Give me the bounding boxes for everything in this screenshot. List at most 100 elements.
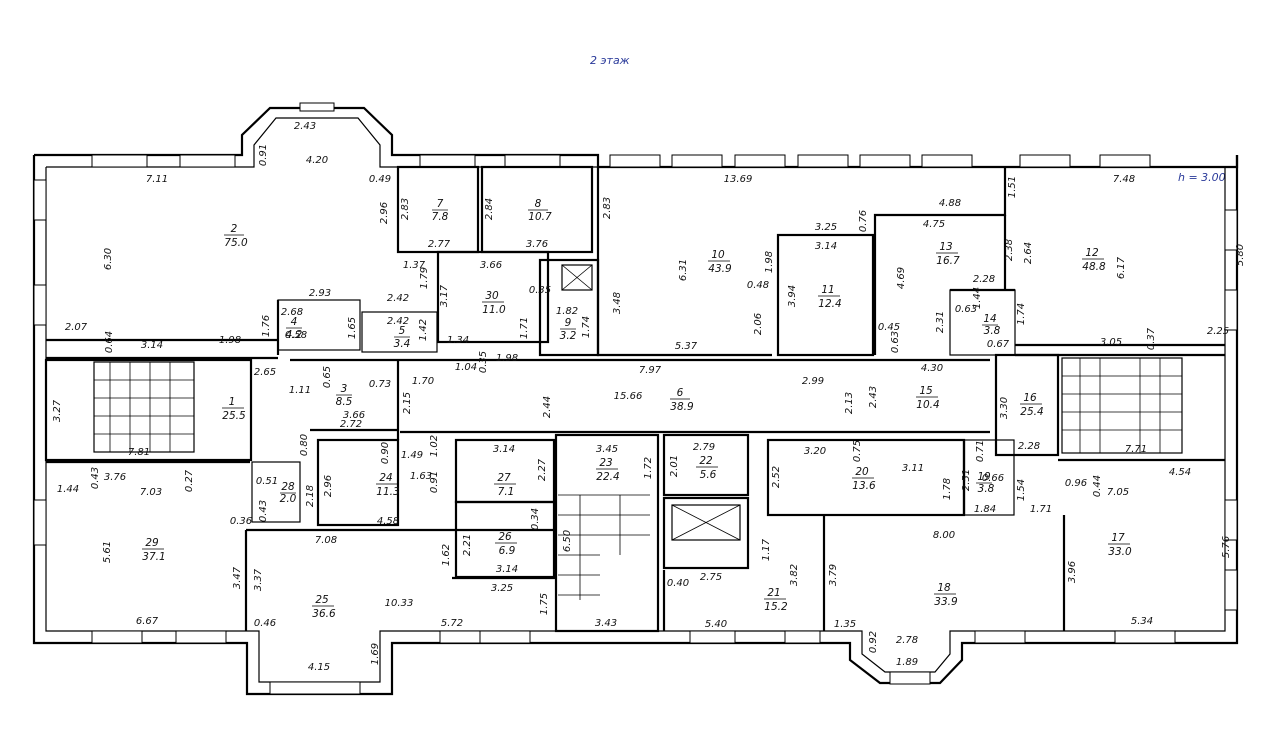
room-label: 44.2 (286, 316, 303, 341)
room-number: 6 (677, 387, 684, 399)
dimension-label: 3.37 (253, 568, 264, 591)
dimension-label: 4.75 (923, 219, 945, 230)
dimension-label: 5.80 (1235, 244, 1246, 266)
dimension-label: 7.03 (140, 487, 162, 498)
dimension-label: 3.66 (480, 260, 502, 271)
room-area: 4.2 (286, 329, 303, 341)
dimension-label: 3.47 (232, 566, 243, 589)
dimension-label: 0.63 (890, 331, 901, 353)
dimension-label: 1.70 (412, 376, 434, 387)
room-area: 75.0 (224, 237, 248, 249)
room-number: 28 (281, 481, 295, 493)
dimension-label: 1.74 (1016, 303, 1027, 325)
dimension-label: 2.75 (700, 572, 722, 583)
dimension-label: 1.89 (896, 657, 918, 668)
room-labels: 275.0 125.5 38.5 44.2 53.4 638.9 77.8 81… (142, 198, 1132, 620)
dimension-label: 5.34 (1131, 616, 1153, 627)
room-area: 7.1 (498, 486, 515, 498)
dimension-label: 0.75 (852, 440, 863, 462)
room-area: 48.8 (1082, 261, 1106, 273)
dimension-label: 2.72 (340, 419, 362, 430)
room-area: 25.4 (1020, 406, 1043, 418)
room-area: 13.6 (852, 480, 876, 492)
room-number: 16 (1023, 392, 1037, 404)
room-number: 30 (485, 290, 499, 302)
room-area: 33.0 (1108, 546, 1132, 558)
dimension-label: 1.37 (403, 260, 426, 271)
dimension-label: 1.79 (419, 267, 430, 289)
dimension-label: 15.66 (614, 391, 643, 402)
dimension-label: 0.64 (104, 331, 115, 353)
dimension-label: 4.20 (306, 155, 328, 166)
dimension-label: 2.51 (961, 469, 972, 491)
dimension-label: 3.25 (491, 583, 513, 594)
room-number: 4 (291, 316, 298, 328)
dimension-label: 0.37 (1146, 327, 1157, 350)
dimension-label: 2.28 (1018, 441, 1040, 452)
dimension-label: 0.36 (230, 516, 252, 527)
dimension-label: 0.46 (254, 618, 276, 629)
room-area: 3.2 (560, 330, 577, 342)
dimension-label: 3.94 (787, 285, 798, 307)
dimension-label: 2.96 (323, 475, 334, 497)
dimension-label: 2.68 (281, 307, 303, 318)
dimension-label: 5.61 (102, 541, 113, 563)
dimension-label: 4.69 (896, 267, 907, 289)
dimension-label: 6.17 (1116, 256, 1127, 279)
room-label: 38.5 (336, 383, 353, 408)
room-number: 15 (919, 385, 933, 397)
dimension-label: 10.33 (385, 598, 414, 609)
dimension-label: 1.44 (57, 484, 79, 495)
dimension-label: 0.96 (1065, 478, 1087, 489)
dimension-label: 3.79 (828, 564, 839, 586)
dimension-label: 0.67 (987, 339, 1010, 350)
room-area: 16.7 (936, 255, 960, 267)
room-number: 23 (599, 457, 612, 469)
dimension-label: 2.15 (402, 392, 413, 414)
dimension-label: 2.65 (254, 367, 276, 378)
room-area: 33.9 (934, 596, 958, 608)
dimension-label: 6.67 (136, 616, 159, 627)
room-area: 11.0 (482, 304, 506, 316)
dimension-label: 0.76 (858, 210, 869, 232)
dimension-label: 2.52 (771, 466, 782, 488)
room-label: 93.2 (560, 317, 577, 342)
dimension-label: 3.14 (141, 340, 163, 351)
dimension-label: 1.63 (410, 471, 432, 482)
dimension-label: 0.92 (868, 631, 879, 653)
dimension-label: 3.76 (526, 239, 548, 250)
room-label: 16 25.4 (1020, 392, 1044, 418)
room-number: 21 (767, 587, 780, 599)
dimension-label: 0.34 (530, 508, 541, 530)
room-label: 30 11.0 (482, 290, 506, 316)
dimension-label: 1.35 (834, 619, 856, 630)
dimension-label: 0.58 (285, 330, 307, 341)
room-number: 22 (699, 455, 713, 467)
dimension-label: 0.44 (1092, 475, 1103, 497)
room-label: 225.6 (696, 455, 718, 481)
room-label: 143.8 (982, 313, 1001, 337)
dimension-label: 3.20 (804, 446, 826, 457)
dimension-label: 4.30 (921, 363, 943, 374)
dimension-label: 2.07 (65, 322, 88, 333)
dimension-label: 0.63 (955, 304, 977, 315)
dimension-label: 0.91 (429, 471, 440, 493)
room-area: 15.2 (764, 601, 788, 613)
dimension-label: 0.66 (982, 473, 1004, 484)
dimension-label: 2.99 (802, 376, 824, 387)
dimension-label: 4.15 (308, 662, 330, 673)
dimension-label: 2.28 (973, 274, 995, 285)
dimension-label: 3.14 (496, 564, 518, 575)
dimension-label: 2.25 (1207, 326, 1229, 337)
stair-right (1062, 358, 1182, 453)
room-area: 10.7 (528, 211, 552, 223)
room-area: 10.4 (916, 399, 939, 411)
windows (33, 102, 1238, 695)
dimension-label: 1.69 (370, 643, 381, 665)
room-number: 25 (315, 594, 329, 606)
